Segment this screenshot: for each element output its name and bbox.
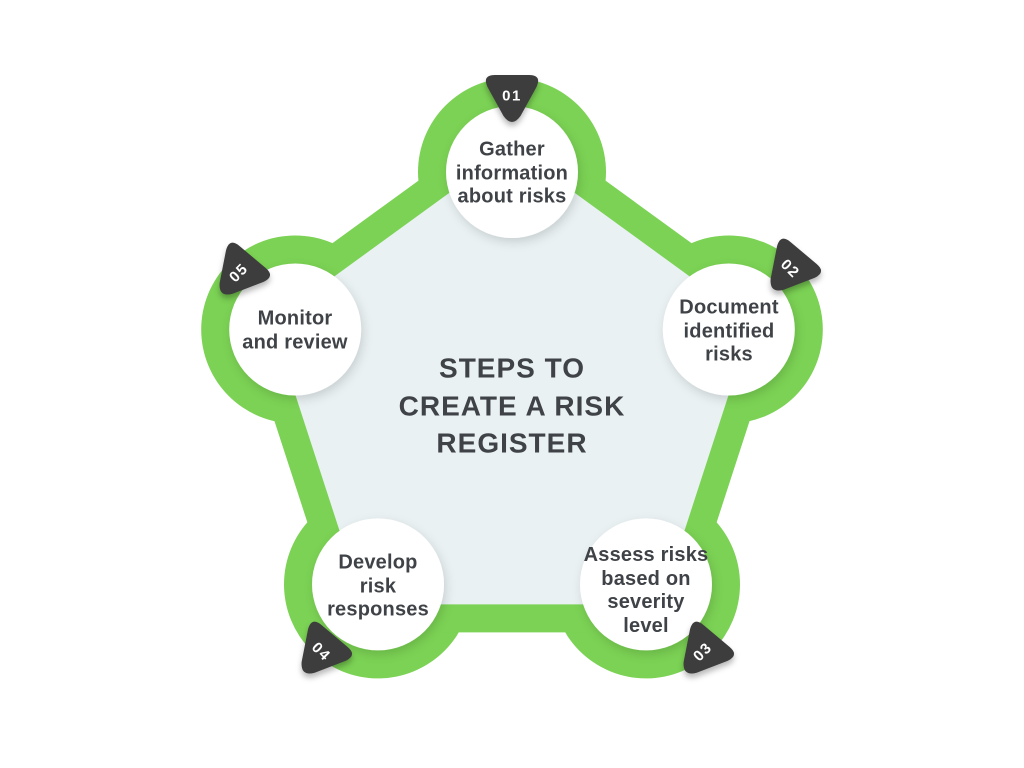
step-label-1: Gather information about risks: [455, 138, 569, 208]
step-circle-5: [229, 263, 362, 396]
step-circle-1: [446, 106, 578, 238]
step-label-4: Develop risk responses: [327, 551, 429, 621]
step-badge-3: [683, 621, 735, 674]
step-badges: [219, 75, 822, 674]
step-circle-4: [312, 518, 444, 651]
step-label-3: Assess risks based on severity level: [583, 543, 709, 637]
step-circle-3: [580, 518, 712, 651]
step-label-5: Monitor and review: [242, 307, 348, 353]
step-badge-1: [485, 75, 539, 122]
step-circles: [229, 106, 795, 651]
step-circle-2: [662, 263, 795, 396]
step-badge-2: [770, 238, 822, 291]
step-number-1: 01: [502, 87, 522, 105]
step-badge-4: [301, 621, 353, 674]
diagram-title: STEPS TO CREATE A RISK REGISTER: [398, 352, 626, 459]
step-badge-5: [219, 242, 271, 295]
step-label-2: Document identified risks: [679, 296, 779, 366]
